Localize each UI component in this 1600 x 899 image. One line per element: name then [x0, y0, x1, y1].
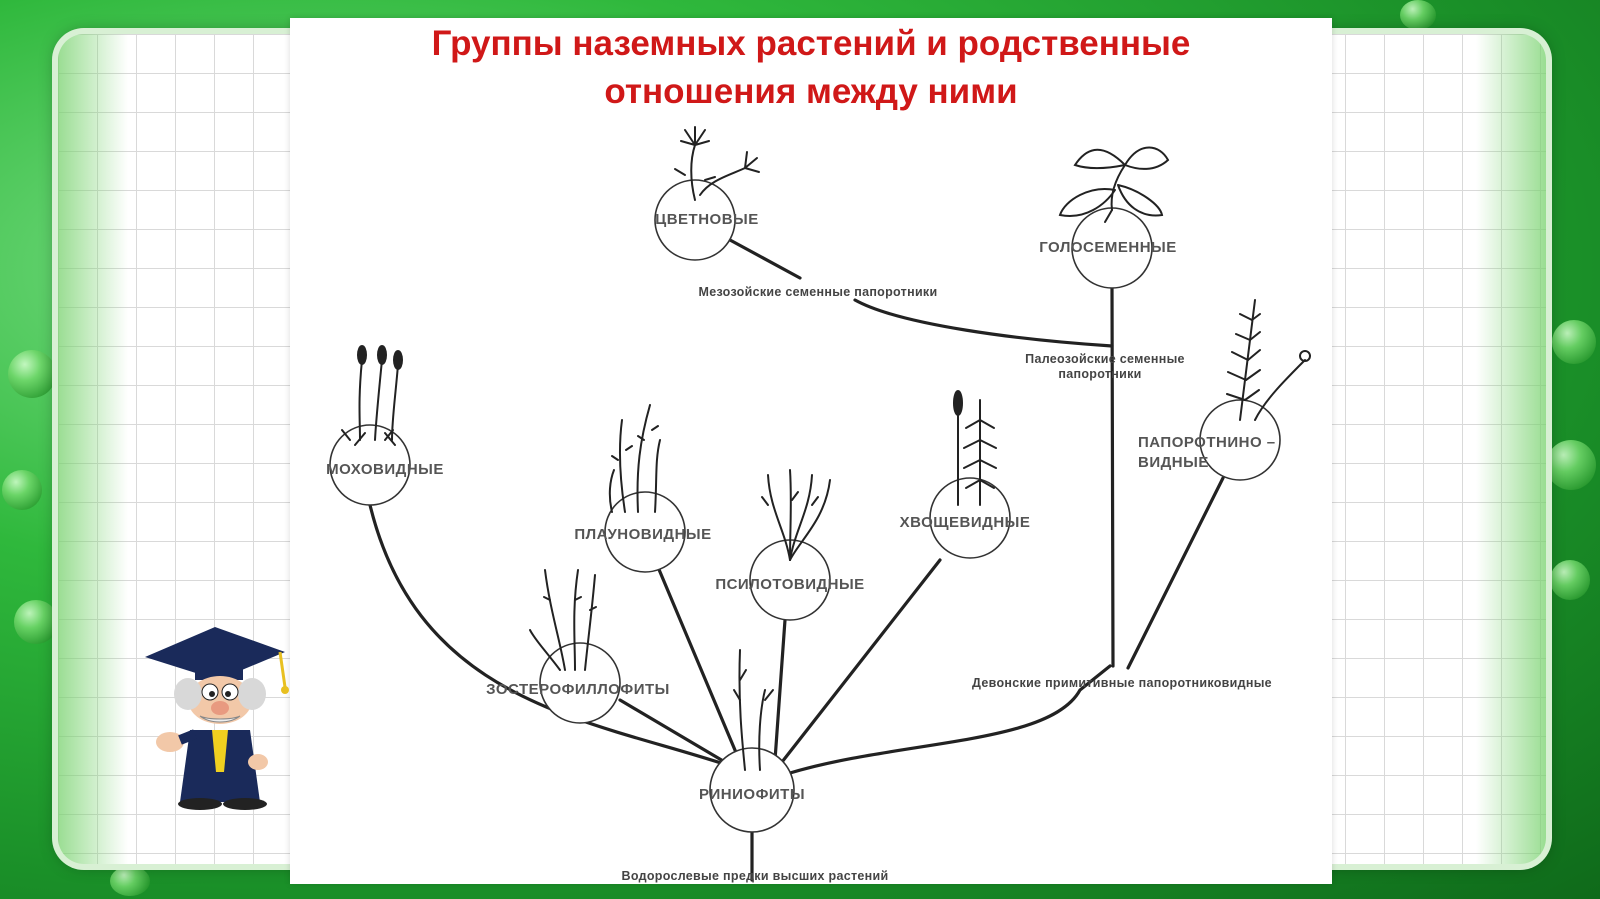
edge-rhyniophytes-zosterophylls [618, 698, 737, 770]
node-circle-flowering [654, 179, 736, 261]
edge-rhyniophytes-mosses [368, 503, 744, 772]
background-bubble [14, 600, 58, 644]
edge-label-algal-ancestors: Водорослевые предки высших растений [622, 869, 889, 883]
node-label-psilotum: ПСИЛОТОВИДНЫЕ [715, 576, 864, 593]
horsetail-icon [953, 390, 997, 506]
title-line-1: Группы наземных растений и родственные [431, 24, 1191, 63]
edge-devonian-gymnosperms [1110, 286, 1115, 668]
frame-right-fade [1476, 34, 1546, 864]
title-line-2: отношения между ними [604, 72, 1018, 111]
lycopod-icon [608, 404, 661, 513]
background-bubble [1550, 560, 1590, 600]
edge-label-mesozoic-seed-ferns: Мезозойские семенные папоротники [699, 285, 938, 299]
node-label-mosses: МОХОВИДНЫЕ [326, 461, 444, 478]
flower-icon [674, 126, 760, 201]
background-bubble [2, 470, 42, 510]
node-label-lycopods: ПЛАУНОВИДНЫЕ [574, 526, 711, 543]
professor-mascot-icon [145, 627, 289, 810]
edge-label-paleozoic-seed-ferns-line1: Палеозойские семенные [1025, 352, 1185, 366]
edge-rhyniophytes-devonian [788, 664, 1112, 775]
moss-icon [341, 345, 403, 446]
zosterophyll-icon [529, 569, 597, 671]
rhynia-icon [733, 649, 774, 771]
node-label-rhyniophytes: РИНИОФИТЫ [699, 786, 805, 803]
fern-frond-icon [1226, 299, 1311, 421]
psilotum-icon [761, 469, 831, 561]
edge-devonian-ferns [1126, 476, 1225, 670]
node-label-ferns-line2: ВИДНЫЕ [1138, 454, 1209, 471]
page-title: Группы наземных растений и родственные о… [290, 20, 1332, 116]
node-label-zosterophylls: ЗОСТЕРОФИЛЛОФИТЫ [486, 681, 670, 698]
background-bubble [1546, 440, 1596, 490]
background-bubble [1400, 0, 1436, 30]
node-label-horsetails: ХВОЩЕВИДНЫЕ [900, 514, 1031, 531]
node-circle-ferns [1199, 399, 1281, 481]
edge-mesozoic-flowering [728, 238, 802, 280]
frame-left-fade [58, 34, 128, 864]
node-label-ferns-line1: ПАПОРОТНИНО – [1138, 434, 1276, 451]
edge-rhyniophytes-lycopods [653, 558, 742, 764]
node-circle-zosterophylls [539, 642, 621, 724]
node-label-flowering: ЦВЕТНОВЫЕ [655, 211, 758, 228]
background-bubble [110, 866, 150, 896]
edge-rhyniophytes-psilotum [773, 618, 787, 762]
diagram-slide [290, 18, 1332, 884]
edge-paleozoic-mesozoic [853, 298, 1114, 348]
node-circle-rhyniophytes [709, 747, 795, 833]
node-circle-horsetails [929, 477, 1011, 559]
edge-rhyniophytes-horsetails [780, 558, 942, 764]
node-label-gymnosperms: ГОЛОСЕМЕННЫЕ [1039, 239, 1176, 256]
background-bubble [1552, 320, 1596, 364]
background-bubble [8, 350, 56, 398]
ginkgo-leaf-icon [1058, 146, 1170, 223]
edge-label-paleozoic-seed-ferns-line2: папоротники [1058, 367, 1141, 381]
node-circle-mosses [329, 424, 411, 506]
edge-label-devonian-primitive-ferns: Девонские примитивные папоротниковидные [972, 676, 1272, 690]
